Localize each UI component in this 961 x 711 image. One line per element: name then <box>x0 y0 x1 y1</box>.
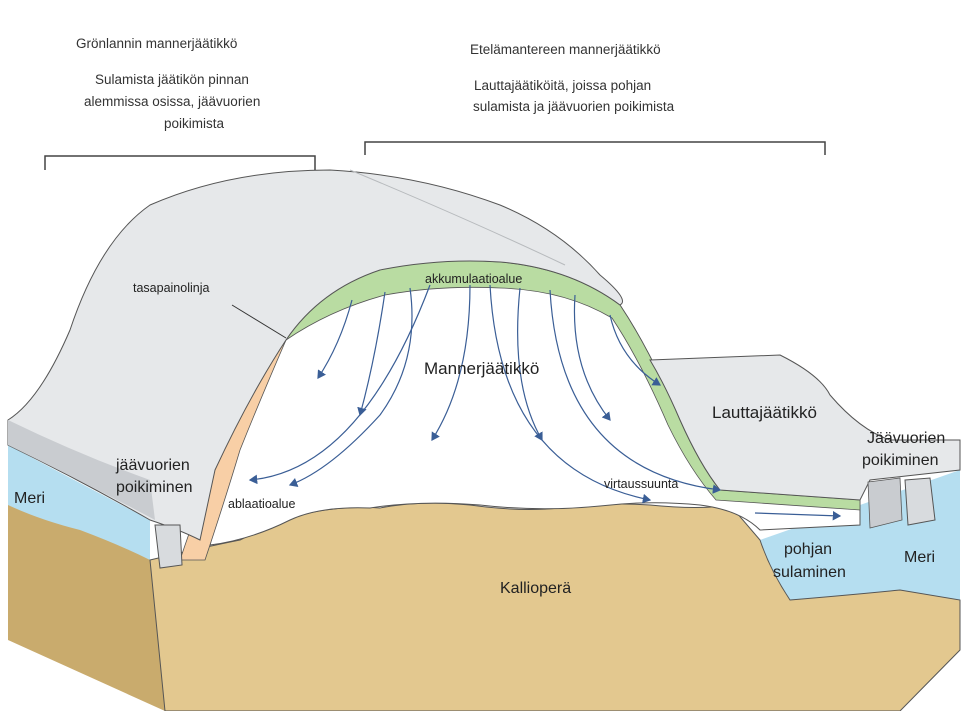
antarctica-desc-line-2: sulamista ja jäävuorien poikimista <box>473 99 674 115</box>
bedrock-label: Kallioperä <box>500 579 571 598</box>
iceberg-right <box>905 478 935 525</box>
sea-right-label: Meri <box>904 548 935 567</box>
ice-sheet-label: Mannerjäätikkö <box>424 359 539 379</box>
antarctica-desc-line-1: Lauttajäätiköitä, joissa pohjan <box>474 78 651 94</box>
calving-right-line-1: Jäävuorien <box>867 429 945 448</box>
flow-direction-label: virtaussuunta <box>604 477 678 492</box>
equilibrium-line-label: tasapainolinja <box>133 281 209 296</box>
calving-left-line-2: poikiminen <box>116 478 192 497</box>
antarctica-bracket <box>365 142 825 155</box>
basal-melting-line-1: pohjan <box>784 540 832 559</box>
ablation-zone-label: ablaatioalue <box>228 497 295 512</box>
greenland-desc-line-3: poikimista <box>164 116 224 132</box>
greenland-desc-line-2: alemmissa osissa, jäävuorien <box>84 94 260 110</box>
iceberg-left <box>155 525 182 568</box>
greenland-bracket <box>45 156 315 170</box>
ice-shelf-label: Lauttajäätikkö <box>712 403 817 423</box>
greenland-desc-line-1: Sulamista jäätikön pinnan <box>95 72 249 88</box>
basal-melting-line-2: sulaminen <box>773 563 846 582</box>
antarctica-title: Etelämantereen mannerjäätikkö <box>470 42 661 58</box>
accumulation-zone-label: akkumulaatioalue <box>425 272 522 287</box>
calving-right-line-2: poikiminen <box>862 451 938 470</box>
greenland-title: Grönlannin mannerjäätikkö <box>76 36 237 52</box>
ice-cliff-right <box>868 478 902 528</box>
sea-left-label: Meri <box>14 489 45 508</box>
calving-left-line-1: jäävuorien <box>116 456 190 475</box>
